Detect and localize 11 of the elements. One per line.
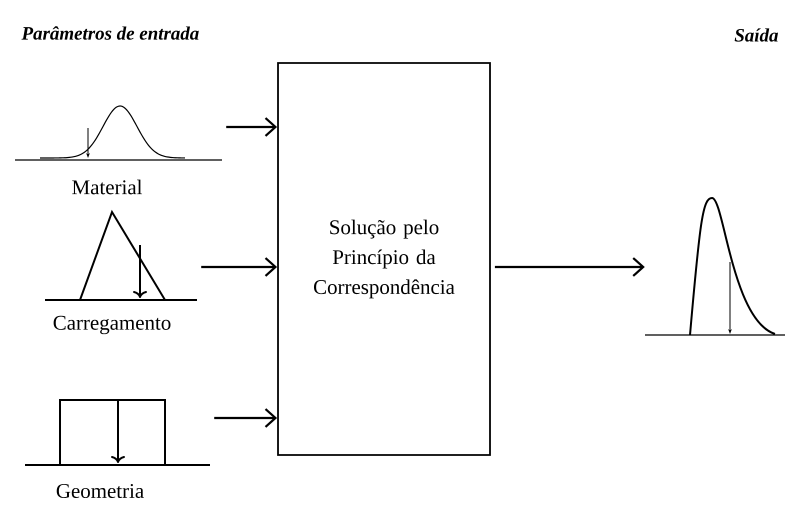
process-box: Solução pelo Princípio da Correspondência [277,62,491,456]
node-label: Geometria [56,484,144,498]
arrow [201,257,278,277]
node-label: Material [72,180,142,194]
title: Parâmetros de entrada [22,26,199,40]
arrow [214,408,278,428]
output-heading: Saída [734,28,778,42]
diagram-drawing [645,197,785,336]
node-label: Carregamento [54,316,170,334]
arrow [494,257,645,277]
arrow [226,117,278,137]
